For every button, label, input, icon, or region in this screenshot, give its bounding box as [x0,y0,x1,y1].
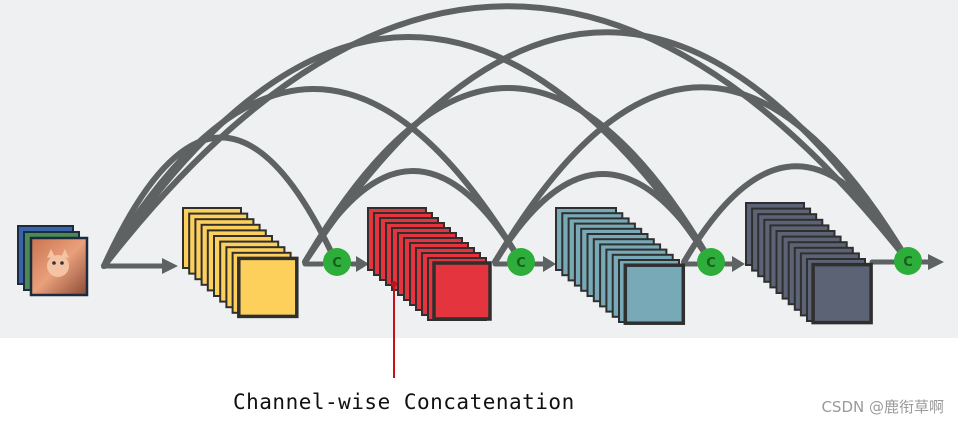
concat-node-icon [894,247,922,275]
skip-connections [101,3,911,269]
feature-map-block-3 [555,207,686,325]
watermark: CSDN @鹿衔草啊 [821,398,944,416]
feature-map-front [237,256,299,319]
skip-connection-arc [681,163,911,265]
pointer-dot [391,281,397,287]
skip-connection-arc [492,84,911,265]
concat-node-icon [323,248,351,276]
feature-map-front [623,263,686,325]
feature-map-block-2 [367,207,492,321]
concat-node-4: C [894,247,922,275]
arrow-heads [162,254,944,274]
arrow-head-icon [928,254,944,270]
flow-lines [101,259,933,269]
concat-node-icon [507,248,535,276]
skip-connection-arc [101,3,911,269]
caption: Channel-wise Concatenation [233,390,575,414]
concat-node-label: C [332,256,342,271]
skip-connection-arc [101,86,524,269]
concat-node-1: C [323,248,351,276]
concat-node-icon [697,248,725,276]
concat-node-label: C [903,255,913,270]
skip-connection-arc [101,34,714,269]
arrow-head-icon [732,256,745,272]
concat-node-label: C [516,256,526,271]
arrow-head-icon [543,256,556,272]
concat-node-2: C [507,248,535,276]
feature-map-block-4 [745,202,873,325]
arrow-head-icon [356,256,369,272]
feature-map-front [432,261,492,321]
skip-connection-arc [302,85,714,265]
concat-node-3: C [697,248,725,276]
concat-node-label: C [706,256,716,271]
arrow-head-icon [162,258,178,274]
feature-map-block-1 [182,207,299,319]
feature-map-front [811,262,873,325]
input-image-stack-icon [17,225,89,297]
